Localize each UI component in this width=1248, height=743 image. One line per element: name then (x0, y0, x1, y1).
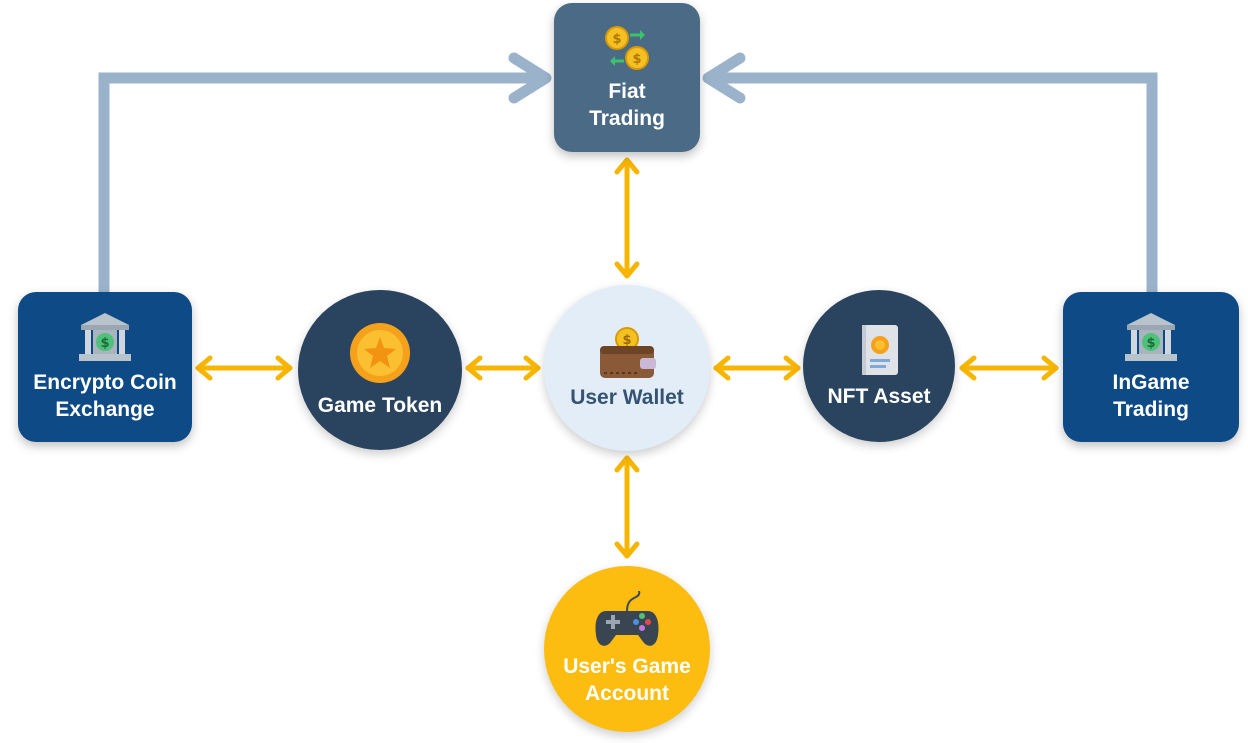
fiat-trading-label: Fiat Trading (589, 79, 665, 130)
ingame-to-fiat-arrowhead (702, 52, 746, 104)
user-wallet-node[interactable]: $ User Wallet (544, 285, 710, 451)
svg-text:$: $ (612, 32, 621, 47)
svg-text:$: $ (100, 336, 109, 351)
game-token-label: Game Token (317, 393, 443, 417)
users-game-account-node[interactable]: User's Game Account (544, 566, 710, 732)
wallet-nft-arrow (713, 355, 801, 381)
nft-asset-label: NFT Asset (827, 384, 931, 408)
svg-text:$: $ (622, 333, 631, 348)
nft-asset-node[interactable]: NFT Asset (803, 290, 955, 442)
nft-ingame-arrow (959, 355, 1059, 381)
wallet-icon: $ (600, 326, 656, 378)
users-game-account-label: User's Game Account (563, 655, 691, 705)
svg-text:$: $ (1146, 336, 1155, 351)
exchange-to-fiat-arrowhead (508, 52, 552, 104)
ingame-to-fiat-connector (708, 72, 1158, 292)
token-wallet-arrow (465, 355, 541, 381)
svg-text:$: $ (632, 52, 641, 67)
fiat-trading-node[interactable]: $ $ Fiat Trading (554, 3, 700, 152)
coin-exchange-icon: $ $ (605, 25, 649, 70)
exchange-to-fiat-connector (98, 72, 546, 292)
nft-document-icon (862, 324, 898, 375)
encrypto-coin-exchange-node[interactable]: $ Encrypto Coin Exchange (18, 292, 192, 442)
bank-icon: $ (79, 313, 131, 361)
game-token-node[interactable]: Game Token (298, 290, 462, 450)
wallet-account-arrow (614, 455, 640, 559)
ingame-trading-node[interactable]: $ InGame Trading (1063, 292, 1239, 442)
exchange-token-arrow (195, 355, 293, 381)
bank-icon: $ (1125, 313, 1177, 361)
user-wallet-label: User Wallet (570, 385, 684, 409)
wallet-fiat-arrow (614, 157, 640, 279)
encrypto-coin-exchange-label: Encrypto Coin Exchange (33, 371, 177, 421)
coin-icon (350, 322, 410, 383)
ingame-trading-label: InGame Trading (1112, 371, 1190, 421)
gamepad-icon (595, 591, 659, 646)
